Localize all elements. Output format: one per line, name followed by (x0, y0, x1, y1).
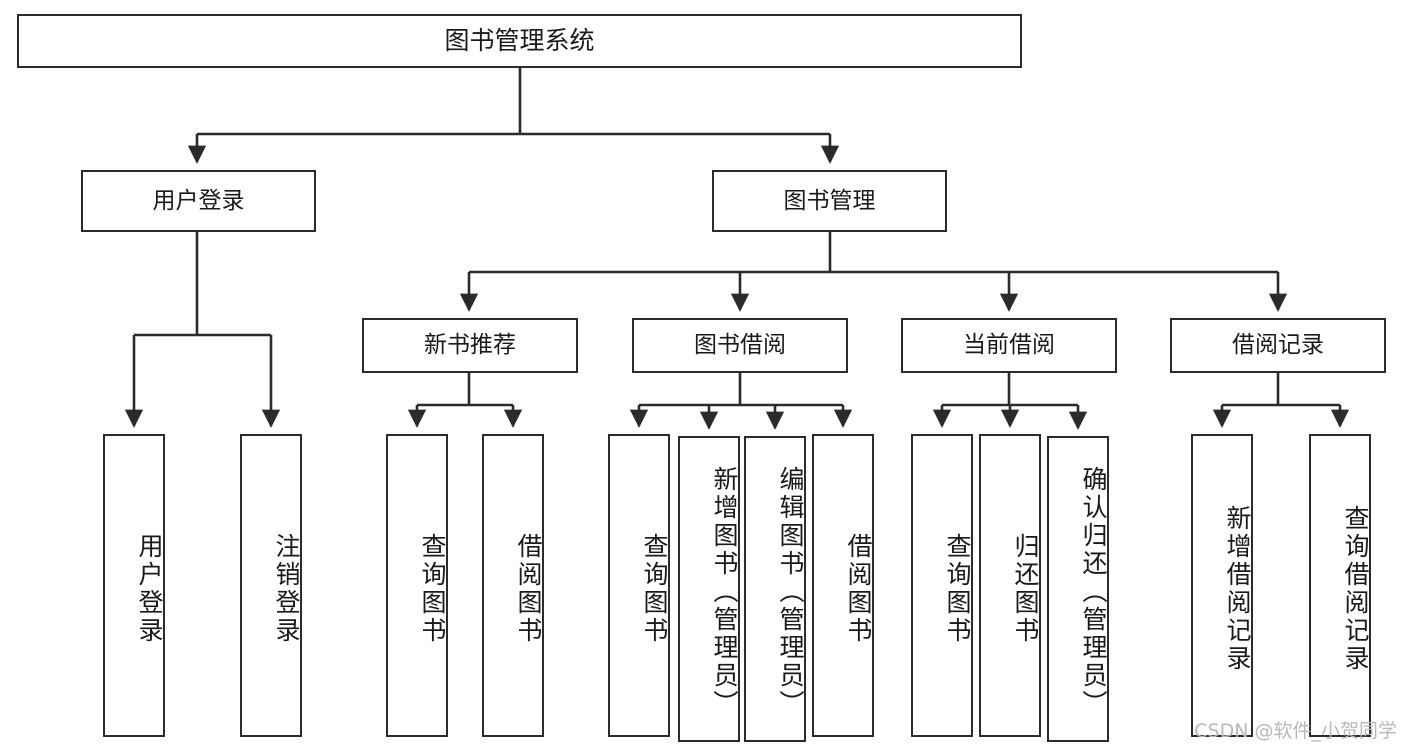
node-borrow-record-label: 借阅记录 (1232, 332, 1324, 359)
leaf-query-record[interactable]: 查询借阅记录 (1309, 434, 1371, 737)
leaf-borrow-book-1[interactable]: 借阅图书 (482, 434, 544, 737)
leaf-query-book-1[interactable]: 查询图书 (386, 434, 448, 737)
leaf-confirm-return[interactable]: 确认归还（管理员） (1047, 436, 1109, 742)
node-book-borrow[interactable]: 图书借阅 (632, 318, 848, 373)
leaf-add-book-label: 新增图书（管理员） (710, 466, 739, 718)
leaf-query-book-2-label: 查询图书 (640, 532, 669, 645)
node-book-manage[interactable]: 图书管理 (712, 170, 947, 232)
leaf-confirm-return-label: 确认归还（管理员） (1079, 466, 1108, 718)
node-user-login-label: 用户登录 (152, 187, 245, 214)
leaf-add-record[interactable]: 新增借阅记录 (1191, 434, 1253, 737)
node-current-borrow[interactable]: 当前借阅 (901, 318, 1117, 373)
node-user-login[interactable]: 用户登录 (81, 170, 316, 232)
watermark: CSDN @软件_小贺同学 (1194, 720, 1397, 742)
node-root-label: 图书管理系统 (444, 25, 595, 55)
node-borrow-record[interactable]: 借阅记录 (1170, 318, 1386, 373)
leaf-edit-book-label: 编辑图书（管理员） (776, 466, 805, 718)
leaf-borrow-book-1-label: 借阅图书 (514, 532, 543, 645)
leaf-query-book-3-label: 查询图书 (943, 532, 972, 645)
node-book-manage-label: 图书管理 (783, 187, 876, 214)
leaf-query-record-label: 查询借阅记录 (1341, 504, 1370, 673)
leaf-add-record-label: 新增借阅记录 (1223, 504, 1252, 673)
node-root[interactable]: 图书管理系统 (17, 14, 1022, 68)
node-book-borrow-label: 图书借阅 (694, 332, 786, 359)
leaf-return-book-label: 归还图书 (1011, 532, 1040, 645)
leaf-query-book-3[interactable]: 查询图书 (911, 434, 973, 737)
leaf-add-book[interactable]: 新增图书（管理员） (678, 436, 740, 742)
leaf-user-logout-label: 注销登录 (272, 532, 301, 645)
node-current-borrow-label: 当前借阅 (963, 332, 1055, 359)
leaf-borrow-book-2[interactable]: 借阅图书 (812, 434, 874, 737)
leaf-edit-book[interactable]: 编辑图书（管理员） (744, 436, 806, 742)
leaf-query-book-1-label: 查询图书 (418, 532, 447, 645)
leaf-user-login-label: 用户登录 (135, 532, 164, 645)
leaf-user-logout[interactable]: 注销登录 (240, 434, 302, 737)
leaf-return-book[interactable]: 归还图书 (979, 434, 1041, 737)
leaf-user-login[interactable]: 用户登录 (103, 434, 165, 737)
node-new-book-recommend[interactable]: 新书推荐 (362, 318, 578, 373)
leaf-query-book-2[interactable]: 查询图书 (608, 434, 670, 737)
leaf-borrow-book-2-label: 借阅图书 (844, 532, 873, 645)
node-new-book-recommend-label: 新书推荐 (424, 332, 516, 359)
